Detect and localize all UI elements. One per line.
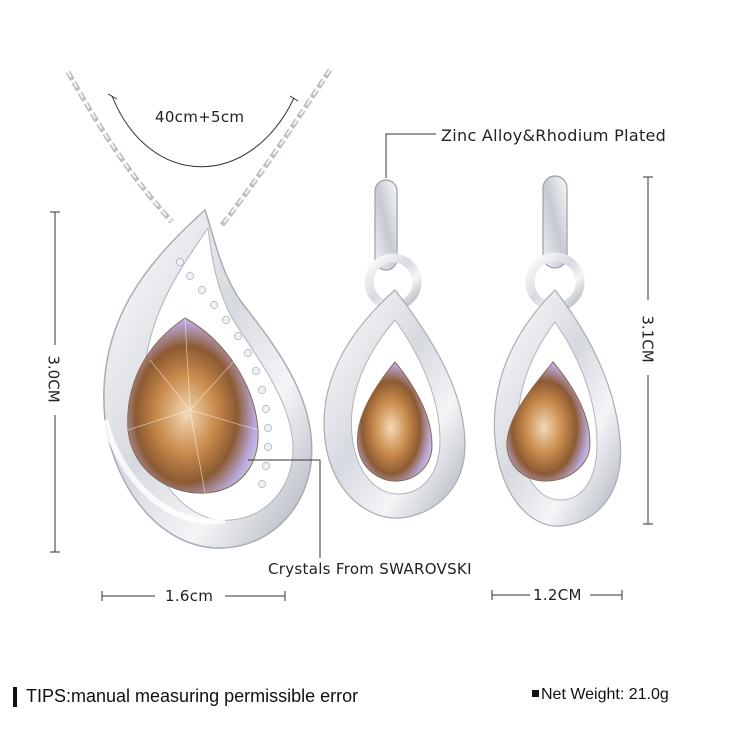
earring-right (493, 175, 622, 527)
pave-stones (176, 258, 272, 488)
material-label: Zinc Alloy&Rhodium Plated (441, 126, 667, 145)
earring-height-label: 3.1CM (638, 315, 657, 363)
dimension-lines (50, 133, 653, 601)
tips-text: TIPS:manual measuring permissible error (26, 686, 359, 706)
pendant-width-label: 1.6cm (165, 587, 214, 605)
net-weight: Net Weight: 21.0g (532, 686, 669, 704)
chain-length-label: 40cm+5cm (155, 108, 245, 126)
net-weight-text: Net Weight: 21.0g (541, 686, 669, 703)
crystals-label: Crystals From SWAROVSKI (268, 560, 472, 578)
chain-length-arc (111, 95, 295, 168)
necklace-chain-highlight (67, 69, 331, 226)
earring-left (323, 179, 466, 519)
necklace-chain (65, 68, 333, 227)
bullet-icon (532, 690, 539, 697)
earring-width-label: 1.2CM (533, 586, 582, 604)
pendant-height-label: 3.0CM (44, 355, 63, 403)
tips-marker (13, 687, 17, 707)
pendant (102, 208, 313, 549)
